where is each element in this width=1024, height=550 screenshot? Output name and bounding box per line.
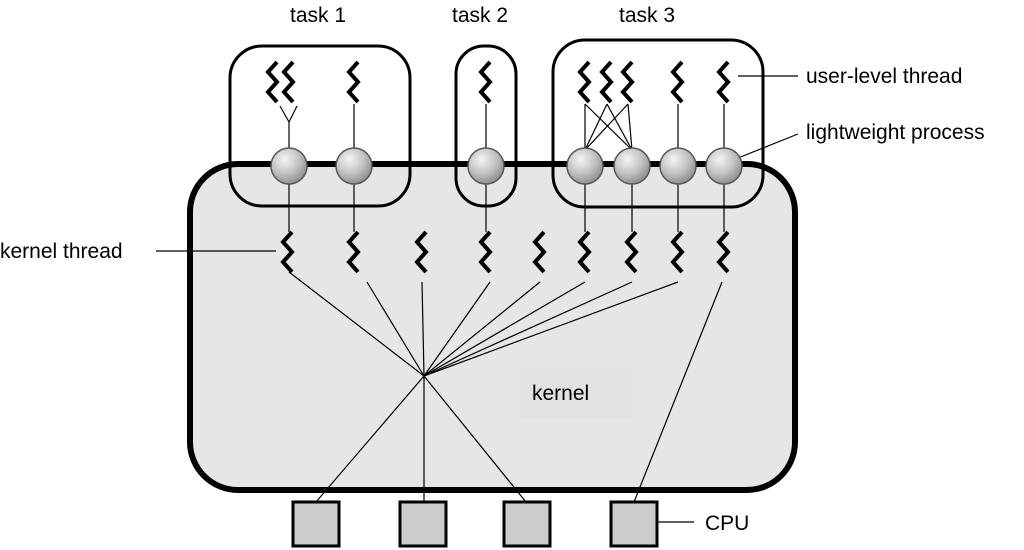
- kernel-thread-icon: [346, 230, 361, 274]
- lwp-sphere-icon: [705, 147, 743, 185]
- user-thread-icon: [670, 60, 685, 104]
- lwp-sphere-icon: [270, 147, 308, 185]
- lwp-sphere-icon: [335, 147, 373, 185]
- kernel-thread-icon: [414, 230, 429, 274]
- lwp-sphere-icon: [659, 147, 697, 185]
- user-threads: [265, 60, 731, 104]
- kernel-thread-icon: [532, 230, 547, 274]
- kernel-thread-icon: [478, 230, 493, 274]
- user-thread-icon: [265, 60, 280, 104]
- user-thread-icon: [599, 60, 614, 104]
- user-thread-icon: [281, 60, 296, 104]
- kernel-thread-icon: [624, 230, 639, 274]
- lwp-sphere-icon: [613, 147, 651, 185]
- task-1-label: task 1: [290, 4, 346, 27]
- cpu-box-icon: [502, 500, 552, 548]
- kernel-label: kernel: [532, 382, 589, 405]
- cpus: [291, 500, 659, 548]
- cpu-box-icon: [398, 500, 448, 548]
- kernel-thread-icon: [670, 230, 685, 274]
- user-thread-icon: [716, 60, 731, 104]
- kernel-thread-icon: [716, 230, 731, 274]
- user-level-thread-label: user-level thread: [806, 65, 962, 88]
- task-3-box: [551, 38, 765, 209]
- user-thread-icon: [577, 60, 592, 104]
- task-1-box: [228, 44, 412, 208]
- lwp-sphere-icon: [467, 147, 505, 185]
- lwp-sphere-icon: [566, 147, 604, 185]
- kernel-thread-icon: [280, 230, 295, 274]
- connection-lines: [156, 75, 799, 523]
- cpu-box-icon: [609, 500, 659, 548]
- user-thread-icon: [478, 60, 493, 104]
- task-3-label: task 3: [619, 4, 675, 27]
- lightweight-processes: [270, 147, 743, 185]
- kernel-threads: [280, 230, 731, 274]
- user-thread-icon: [346, 60, 361, 104]
- kernel-label-bg: [520, 368, 632, 418]
- lightweight-process-label: lightweight process: [806, 121, 985, 144]
- task-2-label: task 2: [452, 4, 508, 27]
- user-thread-icon: [620, 60, 635, 104]
- kernel-thread-icon: [577, 230, 592, 274]
- cpu-box-icon: [291, 500, 341, 548]
- cpu-label: CPU: [705, 512, 749, 535]
- kernel-thread-label: kernel thread: [0, 240, 123, 263]
